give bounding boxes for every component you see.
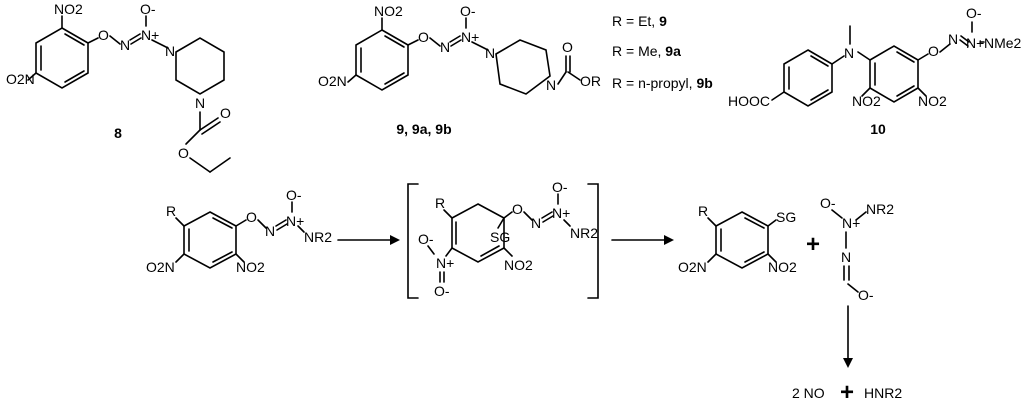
r-group-entry: R = n-propyl, 9b <box>612 75 713 91</box>
dialkylamino-label: NR2 <box>866 201 894 217</box>
nitrogen-cation: N+ <box>842 215 860 231</box>
nitro-group-label: NO2 <box>768 259 797 275</box>
oxygen-atom: O <box>418 29 429 45</box>
benzene-ring <box>35 27 89 89</box>
final-products: 2 NO + HNR2 <box>792 379 902 406</box>
atom-text: NO2 <box>54 1 83 17</box>
oxygen-anion: O- <box>552 179 568 195</box>
compound-9-label: 9, 9a, 9b <box>396 121 451 137</box>
nitro-group-label: NO2 <box>504 257 533 273</box>
reaction-arrow <box>611 235 674 245</box>
diazeniumdiolate-anion: O- N+ NR2 N O- <box>820 195 894 303</box>
plus-sign: + <box>806 231 820 258</box>
reaction-arrow <box>337 235 400 245</box>
nitro-group-label: NO2 <box>918 93 947 109</box>
svg-text:N: N <box>485 45 495 61</box>
nitrogen-atom: N <box>440 39 450 55</box>
svg-text:O: O <box>178 145 189 161</box>
compound-8-label: 8 <box>114 125 122 141</box>
oxygen-anion: O- <box>966 5 982 21</box>
carboxylic-acid-label: HOOC <box>728 93 770 109</box>
reaction-arrow <box>843 305 853 368</box>
nitrogen-atom: N <box>948 31 958 47</box>
benzoic-ring <box>783 49 833 107</box>
dimethylamino-label: NMe2 <box>984 35 1022 51</box>
nitro-group-label: O2N <box>318 73 347 89</box>
nitrogen-cation: N+ <box>966 35 984 51</box>
compound-8: NO2 O2N O N N+ O- N N O O <box>6 1 231 173</box>
nitrogen-cation: N+ <box>552 205 570 221</box>
thiol-group-label: SG <box>490 229 510 245</box>
oxygen-anion: O- <box>418 231 434 247</box>
homopiperazine-ring: N <box>471 39 551 95</box>
r-group-label: R <box>166 203 176 219</box>
benzene-ring <box>183 211 237 269</box>
r-group-legend: R = Et, 9 R = Me, 9a R = n-propyl, 9b <box>612 13 713 91</box>
svg-text:O: O <box>220 105 231 121</box>
oxygen-atom: O <box>98 27 109 43</box>
svg-text:O: O <box>562 39 573 55</box>
r-group-entry: R = Me, 9a <box>612 43 681 59</box>
benzene-ring <box>715 211 769 269</box>
nitrogen-atom: N <box>546 77 556 93</box>
nitrogen-cation: N+ <box>461 29 479 45</box>
dialkylamino-label: NR2 <box>304 229 332 245</box>
compound-10: HOOC N NO2 NO2 O N N+ O- NMe2 <box>728 5 1022 109</box>
nitro-group-label: NO2 <box>374 3 403 19</box>
nitrogen-cation: N+ <box>286 213 304 229</box>
oxygen-atom: O <box>928 43 939 59</box>
nitrogen-atom: N <box>844 45 854 61</box>
oxygen-anion: O- <box>820 195 836 211</box>
compound-9: NO2 O2N O N N+ O- N N O OR <box>318 3 601 95</box>
piperazine-ring: N <box>151 37 225 95</box>
oxygen-anion: O- <box>140 1 156 17</box>
thioether-product: R SG O2N NO2 <box>678 203 797 275</box>
nitrogen-atom: N <box>841 249 851 265</box>
nitro-group-label: O2N <box>146 259 175 275</box>
oxygen-atom: O <box>246 209 257 225</box>
nitrogen-atom: N <box>120 37 130 53</box>
thiol-group-label: SG <box>776 209 796 225</box>
nitro-group-label: O2N <box>678 259 707 275</box>
nitrogen-atom: N <box>265 223 275 239</box>
oxygen-anion: O- <box>434 283 450 299</box>
nitrogen-cation: N+ <box>141 27 159 43</box>
svg-text:OR: OR <box>580 73 601 89</box>
nitric-oxide-label: 2 NO <box>792 385 825 401</box>
r-group-entry: R = Et, 9 <box>612 13 667 29</box>
r-group-label: R <box>435 195 445 211</box>
oxygen-atom: O <box>512 201 523 217</box>
oxygen-anion: O- <box>460 3 476 19</box>
r-group-label: R <box>698 203 708 219</box>
meisenheimer-intermediate: R O N N+ O- NR2 SG N+ O- O- NO2 <box>407 179 599 299</box>
oxygen-anion: O- <box>286 187 302 203</box>
nitro-group-label: NO2 <box>852 93 881 109</box>
dialkylamino-label: NR2 <box>570 225 598 241</box>
nitronate-nitrogen: N+ <box>436 255 454 271</box>
nitro-group-label: NO2 <box>54 1 83 17</box>
compound-10-label: 10 <box>870 121 886 137</box>
benzene-ring <box>355 29 409 91</box>
nitrogen-atom: N <box>195 95 205 111</box>
plus-sign: + <box>840 379 854 406</box>
reactant-aryl-diazeniumdiolate: R O2N NO2 O N N+ O- NR2 <box>146 187 332 275</box>
nitrogen-atom: N <box>531 215 541 231</box>
nitro-group-label: O2N <box>6 71 35 87</box>
nitro-group-label: NO2 <box>236 259 265 275</box>
oxygen-anion: O- <box>858 287 874 303</box>
svg-text:N: N <box>165 43 175 59</box>
amine-label: HNR2 <box>864 385 902 401</box>
